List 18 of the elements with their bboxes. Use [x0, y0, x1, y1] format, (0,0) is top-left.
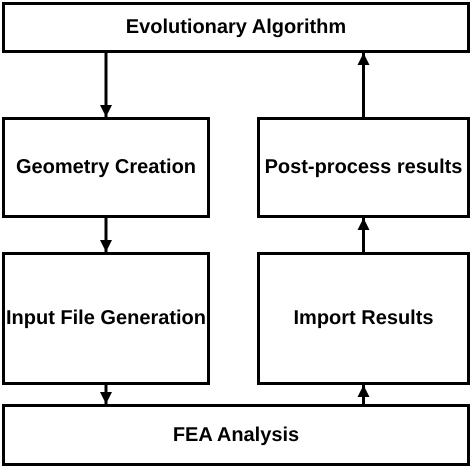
box-label: Evolutionary Algorithm — [126, 15, 346, 40]
arrow — [100, 53, 112, 117]
arrow — [358, 385, 370, 404]
box-label: Input File Generation — [6, 306, 206, 331]
process-box — [2, 2, 470, 53]
box-label: Geometry Creation — [16, 155, 196, 180]
process-box — [2, 404, 470, 466]
box-label: Import Results — [293, 306, 434, 331]
arrow — [100, 218, 112, 252]
arrow — [100, 385, 112, 404]
box-label: FEA Analysis — [172, 422, 300, 448]
box-label: Post-process results — [264, 155, 462, 180]
process-box — [2, 252, 210, 385]
arrow — [358, 53, 370, 117]
process-box — [257, 252, 470, 385]
process-box — [257, 117, 470, 218]
arrow — [358, 218, 370, 252]
process-box — [2, 117, 210, 218]
